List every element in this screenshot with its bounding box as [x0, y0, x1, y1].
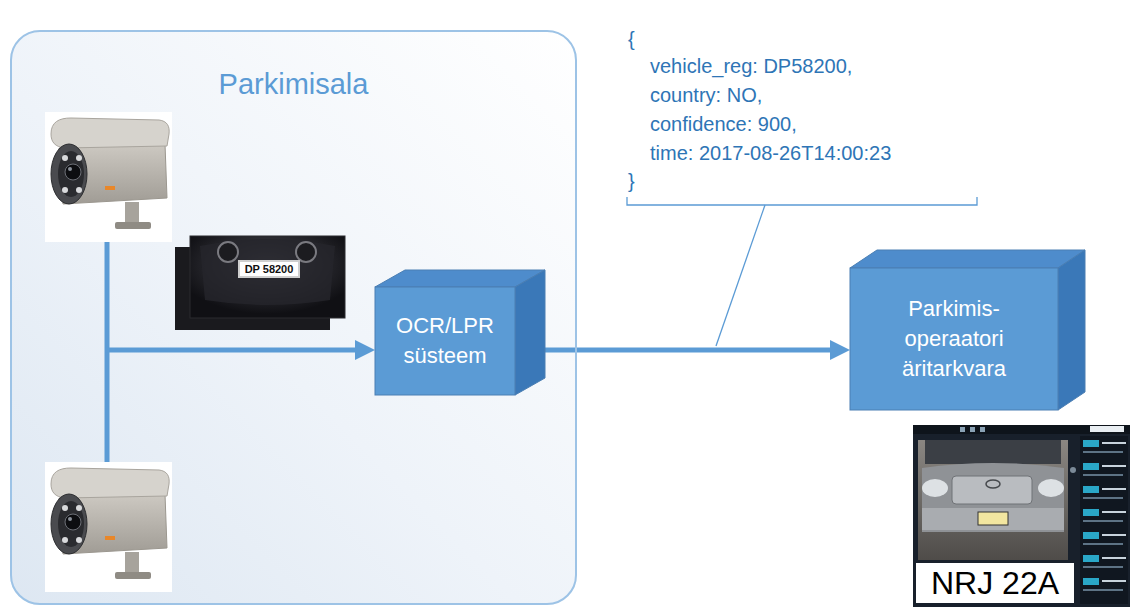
leader-line — [716, 205, 765, 346]
event-rows — [1083, 566, 1123, 568]
car-body — [922, 463, 1064, 532]
event-rows — [1083, 440, 1099, 447]
car-bumper — [922, 508, 1064, 530]
event-rows — [1083, 497, 1123, 499]
event-rows — [1083, 474, 1123, 476]
car-light — [296, 242, 316, 262]
event-rows — [1083, 578, 1099, 585]
toolbar-tab — [1090, 426, 1124, 432]
event-rows — [1083, 589, 1123, 591]
event-rows — [1083, 532, 1099, 539]
event-rows — [1083, 440, 1126, 591]
event-rows — [1083, 543, 1123, 545]
box-face: OCR/LPR süsteem — [375, 287, 515, 395]
json-brace: { — [628, 27, 635, 51]
plate-readout: NRJ 22A — [916, 563, 1074, 603]
car-headlight — [922, 479, 948, 497]
event-rows — [1102, 488, 1126, 490]
region-fill — [10, 30, 577, 605]
event-rows — [1102, 442, 1126, 444]
json-field: confidence: 900, — [650, 112, 797, 136]
cube-side — [1058, 250, 1085, 410]
json-field: time: 2017-08-26T14:00:23 — [650, 141, 891, 165]
json-field: country: NO, — [650, 83, 762, 107]
event-rows — [1083, 451, 1123, 453]
plate-photo-front — [190, 236, 345, 318]
flow-arrow — [545, 348, 840, 353]
cube-top — [850, 250, 1085, 268]
event-list — [1080, 436, 1128, 604]
event-rows — [1102, 534, 1126, 536]
box-label: Parkimis- operaatori äritarkvara — [887, 294, 1022, 383]
car-photo — [918, 440, 1068, 560]
car-headlight — [1038, 479, 1064, 497]
event-rows — [1083, 463, 1099, 470]
car-light — [218, 242, 238, 262]
region-title: Parkimisala — [219, 65, 369, 104]
ocr-lpr-system-box: OCR/LPR süsteem — [375, 270, 545, 395]
box-face: Parkimis- operaatori äritarkvara — [850, 268, 1058, 410]
car-windshield — [925, 440, 1061, 464]
event-rows — [1083, 486, 1099, 493]
screen-background — [913, 425, 1130, 607]
callout-bracket — [627, 197, 977, 205]
camera-wire — [105, 348, 365, 353]
box-label: OCR/LPR süsteem — [389, 311, 501, 370]
operator-software-box: Parkimis- operaatori äritarkvara — [850, 250, 1085, 410]
plate-frame — [238, 260, 300, 278]
car-plate — [978, 512, 1008, 525]
cube-front — [850, 268, 1058, 410]
region-heading: Parkimisala — [12, 65, 575, 104]
car-logo — [986, 480, 1000, 488]
parking-area-region: ParkimisalaOCR/LPR süsteem — [10, 30, 577, 605]
event-rows — [1083, 555, 1099, 562]
camera-icon — [45, 112, 172, 242]
event-rows — [1102, 465, 1126, 467]
toolbar-icon — [970, 427, 975, 432]
screen-gap — [1068, 440, 1078, 560]
car-grille — [952, 476, 1032, 504]
plate-photo — [175, 236, 345, 330]
screen-icon — [1070, 467, 1076, 473]
event-rows — [1102, 557, 1126, 559]
event-rows — [1083, 509, 1099, 516]
screen-toolbar — [913, 425, 1130, 434]
event-rows — [1083, 520, 1123, 522]
camera-icon — [45, 462, 172, 592]
car-front — [200, 239, 335, 305]
json-brace: } — [628, 169, 635, 193]
plate-text: DP 58200 — [240, 262, 298, 276]
toolbar-icon — [980, 427, 985, 432]
cube-front — [375, 287, 515, 395]
software-screenshot — [913, 425, 1130, 607]
toolbar-icon — [960, 427, 965, 432]
event-rows — [1102, 511, 1126, 513]
event-rows — [1102, 580, 1126, 582]
cube-side — [515, 270, 545, 395]
json-field: vehicle_reg: DP58200, — [650, 54, 852, 78]
